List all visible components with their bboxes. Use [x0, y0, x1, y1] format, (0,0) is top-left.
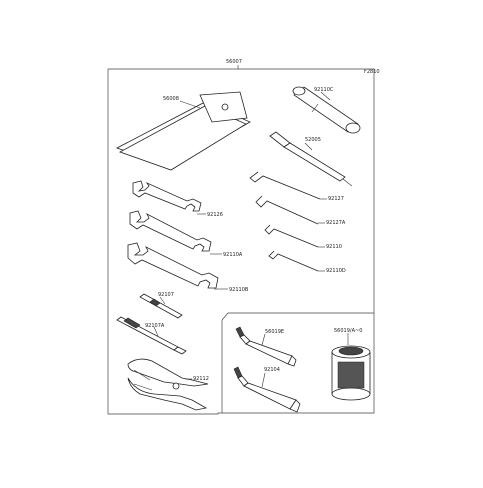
tool-pouch	[115, 91, 251, 171]
label-pliers: 92112	[193, 376, 209, 382]
label-wrench-1: 92126	[207, 212, 223, 218]
hex-wrench-1	[249, 171, 321, 200]
pouch-leader	[179, 100, 201, 109]
bit-1	[139, 293, 183, 319]
adhesive-box-top	[221, 312, 374, 321]
label-hex-2: 92127A	[326, 220, 346, 226]
label-bit-2: 92107A	[145, 323, 165, 329]
wrench-2	[129, 210, 212, 252]
label-pouch: 56008	[163, 96, 179, 102]
figure-code: F2810	[364, 69, 380, 75]
pliers	[127, 358, 209, 411]
plug-wrench	[292, 86, 361, 134]
label-kit: 56007	[226, 59, 242, 65]
wrench-3	[127, 242, 219, 289]
plug-wrench-leader	[320, 91, 331, 101]
hex-wrench-2	[255, 195, 319, 225]
wrench-1	[132, 180, 202, 212]
label-bit-1: 92107	[158, 292, 174, 298]
label-screwdriver: 52005	[305, 137, 321, 143]
tube-1-leader	[261, 333, 266, 346]
label-hex-1: 92127	[328, 196, 344, 202]
kit-frame	[107, 68, 375, 415]
hex-wrench-4	[268, 250, 319, 272]
label-wrench-2: 92110A	[223, 252, 243, 258]
label-hex-3: 92110	[326, 244, 342, 250]
bit-1-leader	[159, 296, 166, 305]
screwdriver	[269, 131, 353, 187]
bit-2	[116, 316, 187, 355]
label-hex-4: 92110D	[326, 268, 346, 274]
hex-wrench-3	[264, 224, 319, 248]
adhesive-tube-1	[235, 326, 297, 367]
label-tube-2: 92104	[264, 367, 280, 373]
adhesive-tube-2	[233, 366, 301, 413]
label-plug-wrench: 92110C	[314, 87, 334, 93]
label-tube-1: 56019E	[265, 329, 284, 335]
tube-2-leader	[261, 372, 266, 388]
grease-can	[331, 345, 371, 401]
bit-2-leader	[153, 326, 159, 337]
label-can: 56019/A~0	[334, 328, 362, 334]
label-wrench-3: 92110B	[229, 287, 249, 293]
screwdriver-leader	[304, 142, 313, 151]
